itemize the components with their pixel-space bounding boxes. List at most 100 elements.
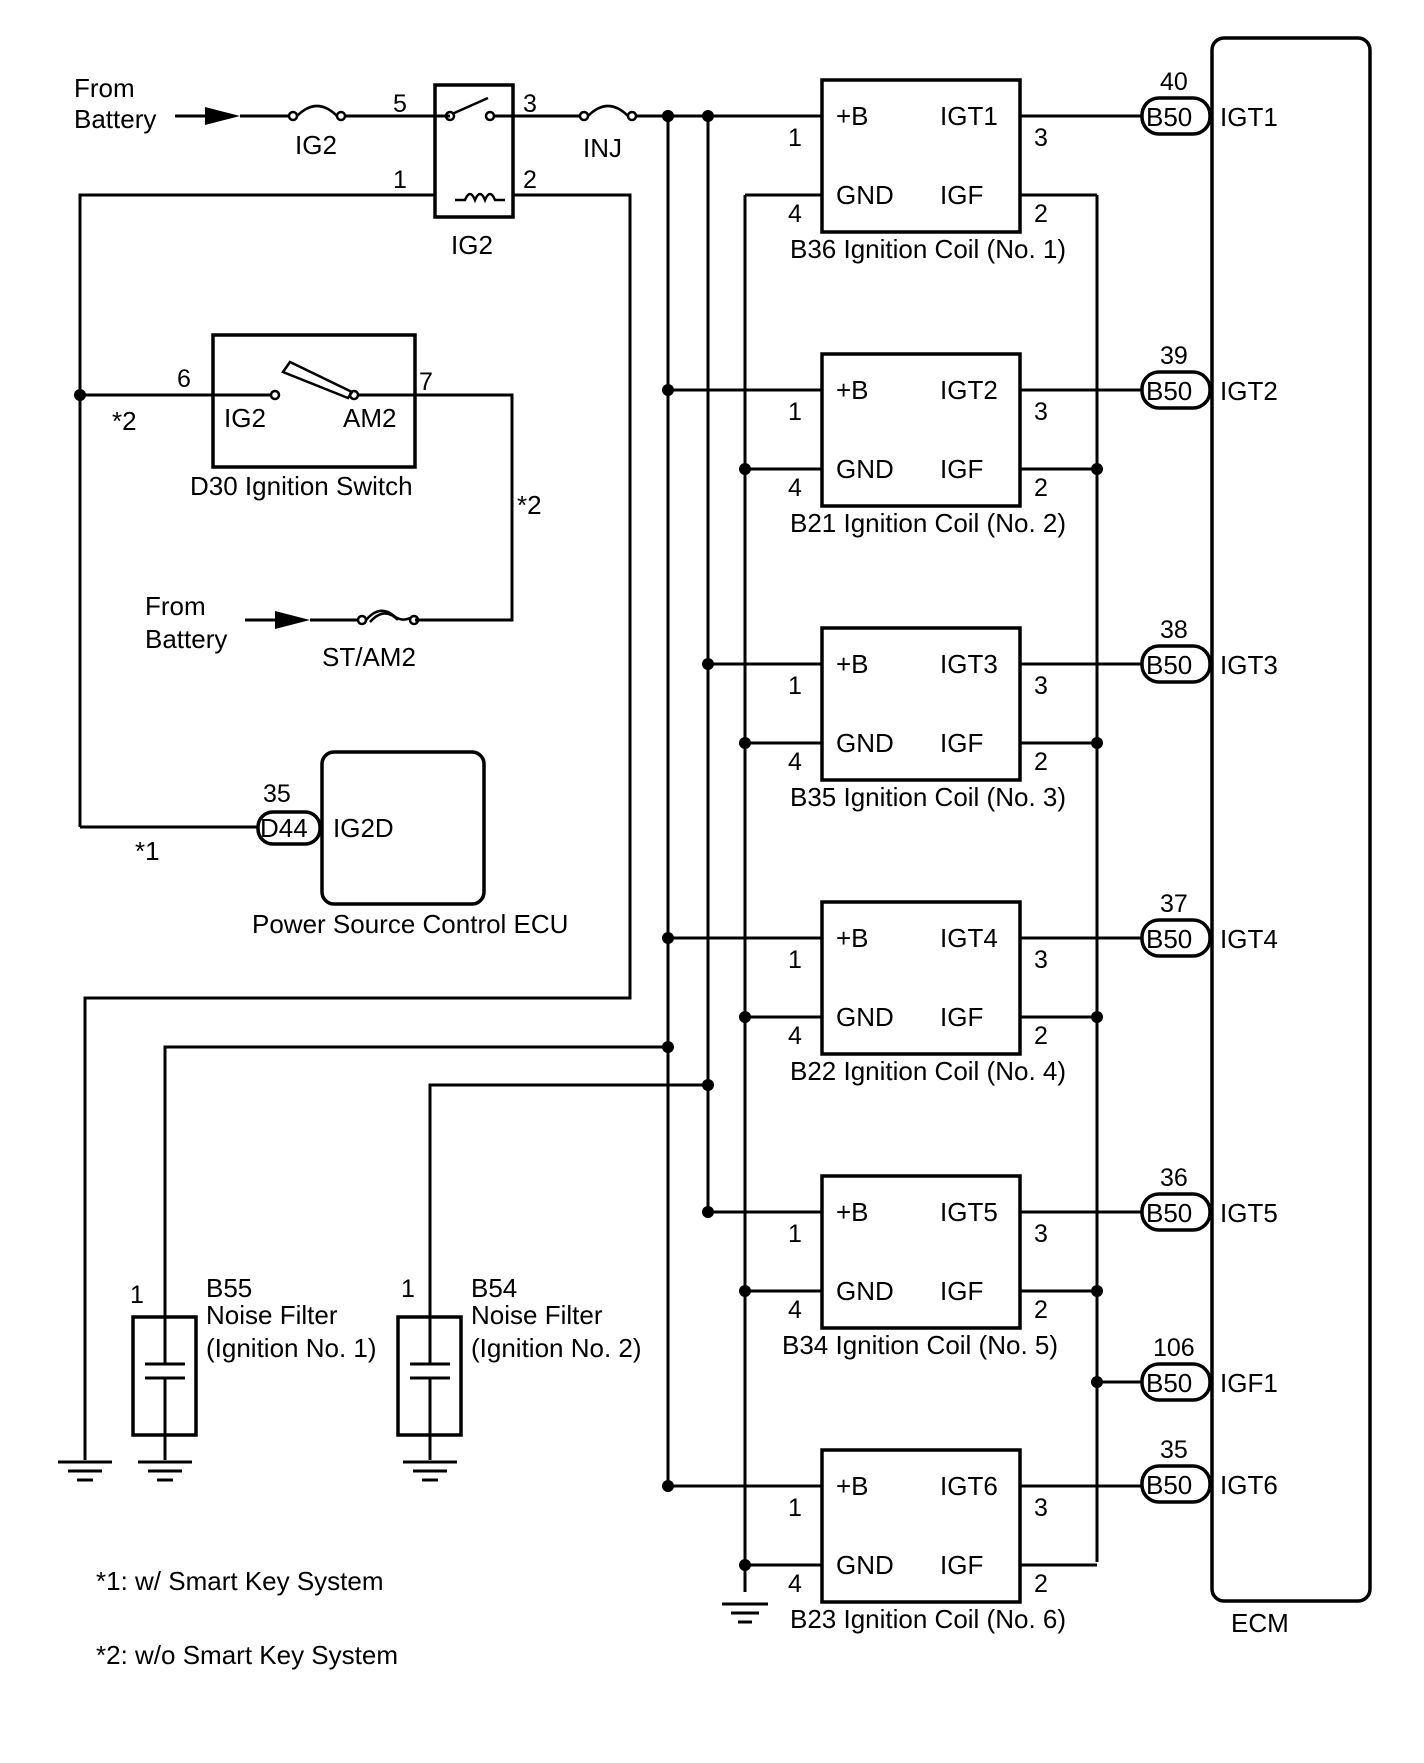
connector-b50-label: B50 — [1146, 650, 1192, 680]
coil-box — [820, 78, 1022, 234]
coil-term-igf: IGF — [940, 1276, 983, 1306]
noise-filter-2-pin: 1 — [401, 1275, 415, 1303]
junction — [702, 658, 714, 670]
coil-pin-3: 3 — [1034, 124, 1048, 152]
coil-title: B35 Ignition Coil (No. 3) — [790, 782, 1066, 812]
connector-b50-label: B50 — [1146, 924, 1192, 954]
power-ecu-box — [320, 750, 486, 906]
relay-pin-3: 3 — [523, 90, 537, 118]
noise-filter-2 — [396, 1315, 463, 1460]
ecm-pin-name: IGT5 — [1220, 1198, 1278, 1228]
connector-b50-label: B50 — [1146, 1368, 1192, 1398]
coil-pin-3: 3 — [1034, 398, 1048, 426]
fuse-st-am2-label: ST/AM2 — [322, 642, 416, 672]
connector-b50 — [1140, 1192, 1212, 1232]
coil-pin-3: 3 — [1034, 1494, 1048, 1522]
ground-symbol-filter-1 — [138, 1460, 192, 1482]
junction — [702, 1079, 714, 1091]
coil-title: B22 Ignition Coil (No. 4) — [790, 1056, 1066, 1086]
coil-term-igf: IGF — [940, 1002, 983, 1032]
from-battery-mid-line2: Battery — [145, 624, 227, 654]
coil-pin-4: 4 — [788, 1022, 802, 1050]
switch-pin-7: 7 — [419, 368, 433, 396]
junction — [702, 110, 714, 122]
coil-box — [820, 626, 1022, 782]
coil-term-gnd: GND — [836, 1276, 894, 1306]
ecm-box — [1210, 36, 1372, 1603]
coil-box — [820, 352, 1022, 508]
footnote-mark-star1: *1 — [135, 836, 160, 866]
connector-b50 — [1140, 644, 1212, 684]
connector-b50 — [1140, 96, 1212, 136]
noise-filter-1-pin: 1 — [130, 1281, 144, 1309]
connector-b50-label: B50 — [1146, 376, 1192, 406]
ecm-pin-number: 38 — [1160, 616, 1188, 644]
coil-pin-1: 1 — [788, 1220, 802, 1248]
ecm-pin-number: 106 — [1153, 1334, 1195, 1362]
power-ecu-pin-35: 35 — [263, 780, 291, 808]
relay-pin-2: 2 — [523, 166, 537, 194]
connector-b50 — [1140, 370, 1212, 410]
junction — [702, 1206, 714, 1218]
coil-pin-4: 4 — [788, 474, 802, 502]
connector-b50 — [1140, 1464, 1212, 1504]
wire-to-noise-filter-1 — [163, 1045, 668, 1317]
coil-term-igt: IGT2 — [940, 375, 998, 405]
coil-term-plus-b: +B — [836, 375, 869, 405]
junction — [662, 1041, 674, 1053]
coil-term-plus-b: +B — [836, 923, 869, 953]
battery-arrow-top — [175, 107, 240, 125]
coil-title: B21 Ignition Coil (No. 2) — [790, 508, 1066, 538]
coil-term-gnd: GND — [836, 1550, 894, 1580]
coil-term-plus-b: +B — [836, 1197, 869, 1227]
coil-pin-2: 2 — [1034, 1022, 1048, 1050]
ecm-pin-number: 39 — [1160, 342, 1188, 370]
coil-pin-1: 1 — [788, 1494, 802, 1522]
ground-symbol-coils — [722, 1602, 768, 1624]
coil-term-igt: IGT4 — [940, 923, 998, 953]
coil-term-gnd: GND — [836, 728, 894, 758]
coil-pin-4: 4 — [788, 1296, 802, 1324]
ecm-pins: B5040IGT1B5039IGT2B5038IGT3B5037IGT4B503… — [1140, 68, 1278, 1504]
connector-b50 — [1140, 918, 1212, 958]
noise-filter-1-line1: Noise Filter — [206, 1300, 338, 1330]
coil-title: B34 Ignition Coil (No. 5) — [782, 1330, 1058, 1360]
junction — [662, 384, 674, 396]
relay-ig2-contact — [444, 96, 496, 122]
coil-term-plus-b: +B — [836, 649, 869, 679]
coil-title: B23 Ignition Coil (No. 6) — [790, 1604, 1066, 1634]
connector-b50 — [1140, 1362, 1212, 1402]
relay-pin-1: 1 — [393, 166, 407, 194]
fuse-st-am2-symbol — [356, 609, 420, 626]
coil-pin-1: 1 — [788, 398, 802, 426]
ignition-switch-contact — [269, 360, 360, 401]
ecm-pin-name: IGT6 — [1220, 1470, 1278, 1500]
ecm-pin-name: IGT2 — [1220, 376, 1278, 406]
coil-term-gnd: GND — [836, 180, 894, 210]
coil-term-gnd: GND — [836, 454, 894, 484]
battery-arrow-mid — [245, 611, 310, 629]
connector-d44-label: D44 — [260, 813, 308, 843]
switch-pin-6: 6 — [177, 365, 191, 393]
noise-filter-1 — [131, 1315, 198, 1460]
coil-term-plus-b: +B — [836, 1471, 869, 1501]
noise-filter-2-code: B54 — [471, 1273, 517, 1303]
junction — [662, 932, 674, 944]
coil-pin-3: 3 — [1034, 946, 1048, 974]
power-ecu-title: Power Source Control ECU — [252, 909, 568, 939]
ecm-pin-number: 36 — [1160, 1164, 1188, 1192]
ecm-pin-name: IGT3 — [1220, 650, 1278, 680]
junction — [662, 110, 674, 122]
coil-term-igf: IGF — [940, 1550, 983, 1580]
power-ecu-terminal: IG2D — [333, 813, 394, 843]
coil-term-gnd: GND — [836, 1002, 894, 1032]
from-battery-top-line1: From — [74, 73, 135, 103]
